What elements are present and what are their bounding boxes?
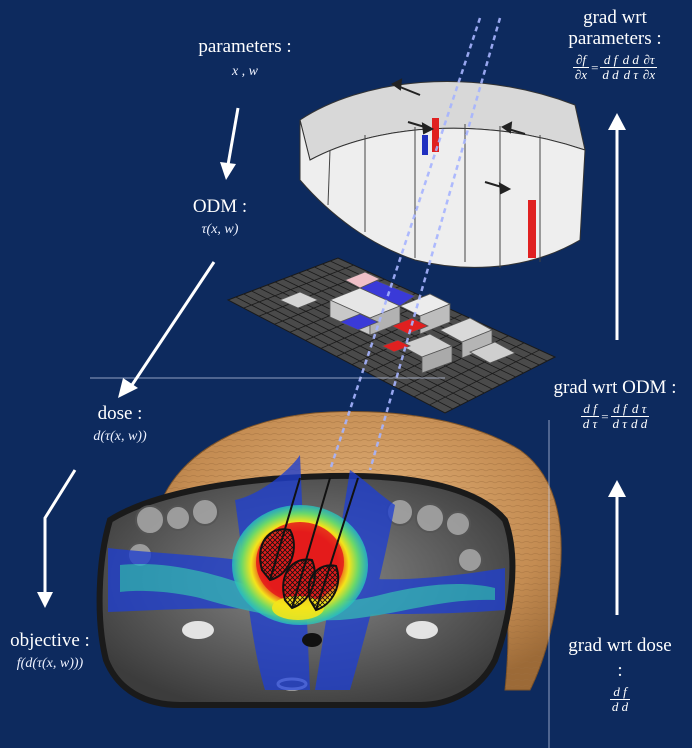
leaf-red-1	[432, 118, 439, 152]
frac-dtau-dx: ∂τ∂x	[640, 52, 658, 82]
beam-lines	[328, 17, 502, 471]
collimator	[299, 78, 586, 268]
objective-title: objective :	[10, 630, 90, 651]
odm-grid	[226, 257, 557, 414]
applicator-catheters	[259, 477, 359, 612]
parameters-title: parameters :	[198, 36, 292, 57]
parameters-expression: x , w	[231, 64, 259, 79]
grad-dose-colon: :	[617, 660, 623, 681]
dose-label: dose : d(τ(x, w))	[65, 403, 175, 446]
gradient-arrows	[608, 113, 626, 615]
forward-arrows	[37, 107, 240, 608]
odm-title: ODM :	[192, 196, 248, 217]
dose-title: dose :	[97, 403, 143, 424]
arrow-odm-to-dose	[130, 261, 216, 386]
grad-odm-title: grad wrt ODM :	[553, 377, 677, 398]
arrow-params-to-odm	[226, 107, 240, 166]
parameters-label: parameters : x , w	[180, 36, 310, 81]
patient-cross-section	[96, 411, 562, 708]
leaf-red-2	[528, 200, 536, 258]
grad-params-title-2: parameters :	[568, 28, 662, 49]
odm-label: ODM : τ(x, w)	[170, 196, 270, 239]
frac-df-dx: ∂f∂x	[572, 52, 590, 82]
dose-expression: d(τ(x, w))	[93, 429, 147, 444]
odm-expression: τ(x, w)	[201, 222, 239, 237]
leaf-arrows	[391, 78, 526, 195]
grad-params-title-1: grad wrt	[583, 7, 647, 28]
grad-dose-title: grad wrt dose	[568, 635, 672, 656]
objective-label: objective : f(d(τ(x, w)))	[0, 630, 100, 673]
objective-expression: f(d(τ(x, w)))	[16, 656, 84, 671]
arrow-dose-to-objective	[43, 469, 77, 595]
